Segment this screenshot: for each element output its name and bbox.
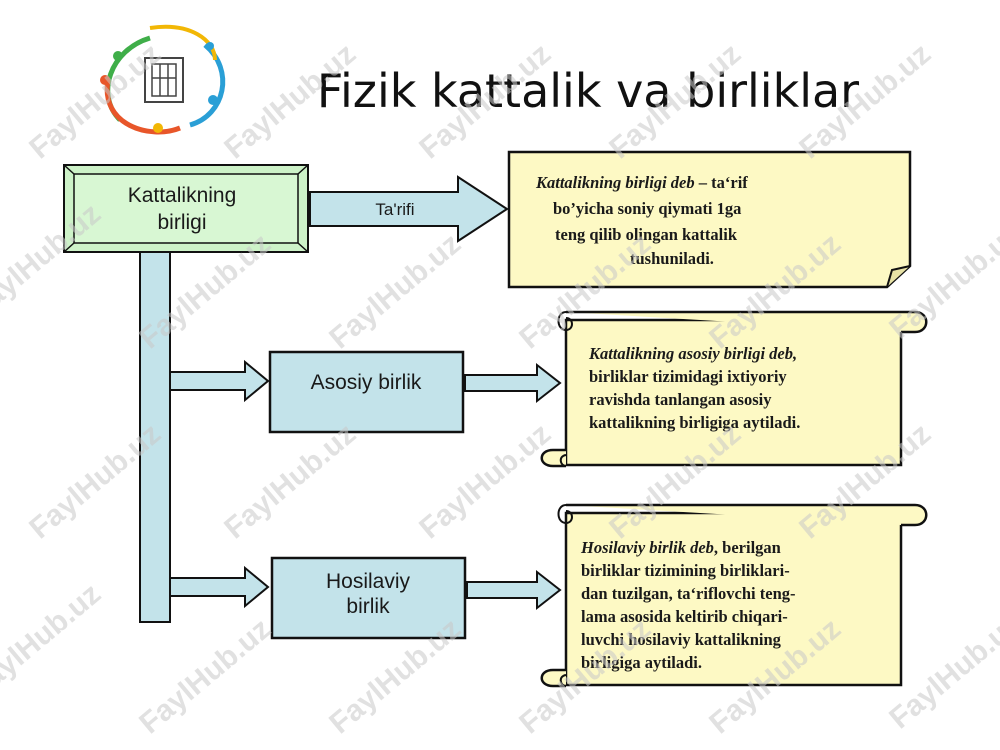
watermark: FaylHub.uz bbox=[323, 227, 467, 355]
arrow-to-asosiy bbox=[169, 359, 270, 403]
svg-text:Hosilaviy birlik deb, berilgan: Hosilaviy birlik deb, berilgan bbox=[580, 538, 781, 557]
definition-arrow-label: Ta'rifi bbox=[375, 200, 414, 219]
hosilaviy-note-line2: birliklar tizimining birliklari- bbox=[581, 561, 790, 580]
definition-note-line3: teng qilib olingan kattalik bbox=[555, 225, 738, 244]
hosilaviy-note-scroll: Hosilaviy birlik deb, berilgan birliklar… bbox=[540, 503, 928, 688]
definition-note-term: Kattalikning birligi deb bbox=[535, 173, 695, 192]
hosilaviy-note-line6: birligiga aytiladi. bbox=[581, 653, 702, 672]
watermark: FaylHub.uz bbox=[0, 577, 107, 705]
hosilaviy-note-line3: dan tuzilgan, ta‘riflovchi teng- bbox=[581, 584, 796, 603]
watermark: FaylHub.uz bbox=[218, 417, 362, 545]
definition-note-line1-rest: – ta‘rif bbox=[695, 173, 749, 192]
hosilaviy-note-line5: luvchi hosilaviy kattalikning bbox=[581, 630, 782, 649]
asosiy-note-line4: kattalikning birligiga aytiladi. bbox=[589, 413, 800, 432]
asosiy-note-scroll: Kattalikning asosiy birligi deb, birlikl… bbox=[540, 310, 928, 468]
svg-text:Kattalikning birligi deb – ta‘: Kattalikning birligi deb – ta‘rif bbox=[535, 173, 748, 192]
flowchart-orbit-logo-icon bbox=[100, 24, 226, 135]
asosiy-note-line2: birliklar tizimidagi ixtiyoriy bbox=[589, 367, 787, 386]
hosilaviy-birlik-label-line2: birlik bbox=[346, 595, 390, 618]
arrow-to-hosilaviy-note bbox=[466, 569, 562, 611]
slide-title: Fizik kattalik va birliklar bbox=[317, 64, 859, 118]
asosiy-birlik-box bbox=[268, 350, 465, 434]
main-box-label-line1: Kattalikning bbox=[128, 184, 237, 207]
hosilaviy-note-term: Hosilaviy birlik deb bbox=[580, 538, 714, 557]
main-box-label-line2: birligi bbox=[157, 211, 206, 234]
hosilaviy-birlik-box bbox=[270, 556, 467, 640]
definition-note: Kattalikning birligi deb – ta‘rif bo’yic… bbox=[507, 150, 912, 289]
watermark: FaylHub.uz bbox=[133, 612, 277, 740]
definition-note-line2: bo’yicha soniy qiymati 1ga bbox=[553, 199, 741, 218]
arrow-to-asosiy-note bbox=[464, 362, 562, 404]
asosiy-birlik-label: Asosiy birlik bbox=[311, 371, 422, 394]
definition-note-line4: tushuniladi. bbox=[630, 249, 714, 268]
hosilaviy-note-line1-rest: , berilgan bbox=[714, 538, 781, 557]
vertical-connector bbox=[139, 251, 171, 623]
hosilaviy-note-line4: lama asosida keltirib chiqari- bbox=[581, 607, 788, 626]
hosilaviy-birlik-label-line1: Hosilaviy bbox=[326, 570, 411, 593]
arrow-to-hosilaviy bbox=[169, 565, 270, 609]
definition-arrow bbox=[309, 175, 509, 243]
main-box: Kattalikning birligi bbox=[63, 164, 309, 253]
asosiy-note-line3: ravishda tanlangan asosiy bbox=[589, 390, 772, 409]
watermark: FaylHub.uz bbox=[413, 417, 557, 545]
asosiy-note-term: Kattalikning asosiy birligi deb, bbox=[588, 344, 797, 363]
